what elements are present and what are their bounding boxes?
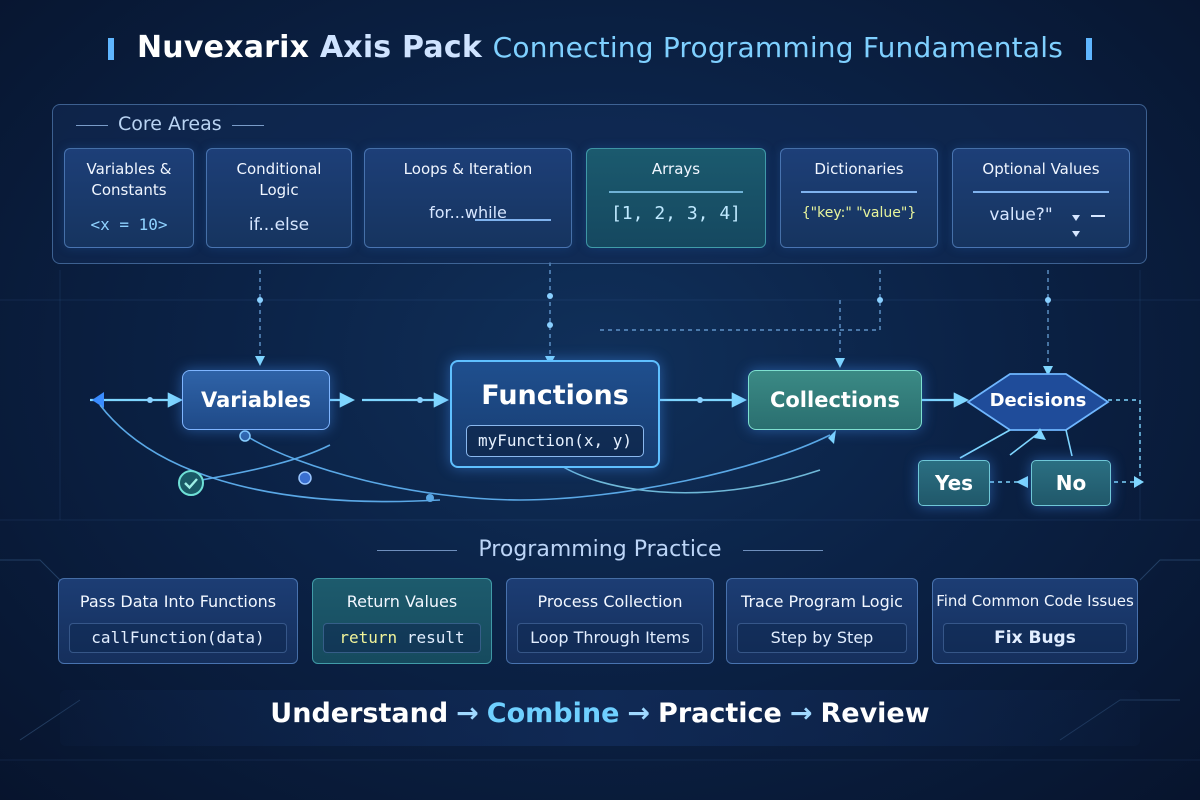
practice-card-pass-data[interactable]: Pass Data Into Functions callFunction(da…: [58, 578, 298, 664]
core-card-underline: [475, 219, 551, 221]
core-card-label: Optional Values: [982, 160, 1100, 178]
practice-heading-text: Programming Practice: [478, 537, 722, 562]
practice-card-find-issues[interactable]: Find Common Code Issues Fix Bugs: [932, 578, 1138, 664]
core-card-code: [1, 2, 3, 4]: [610, 203, 742, 224]
core-card-code: value?": [989, 205, 1053, 225]
practice-heading-rule-right: [742, 549, 823, 551]
core-card-label: Dictionaries: [814, 160, 904, 178]
practice-card-detail: Loop Through Items: [517, 623, 703, 653]
flow-node-functions-title: Functions: [481, 380, 629, 411]
core-card-arrays[interactable]: Arrays [1, 2, 3, 4]: [586, 148, 766, 248]
footer-step-practice: Practice: [658, 698, 782, 729]
practice-card-return-values[interactable]: Return Values return result: [312, 578, 492, 664]
flow-node-variables[interactable]: Variables: [182, 370, 330, 430]
return-value: result: [406, 628, 465, 647]
return-keyword: return: [339, 628, 398, 647]
page-title: Nuvexarix Axis Pack Connecting Programmi…: [0, 30, 1200, 65]
practice-card-label: Return Values: [346, 592, 458, 611]
core-card-label: Conditional Logic: [236, 160, 322, 199]
practice-card-process-collection[interactable]: Process Collection Loop Through Items: [506, 578, 714, 664]
footer-step-review: Review: [820, 698, 930, 729]
core-card-code: {"key:" "value"}: [801, 205, 917, 221]
flow-node-no[interactable]: No: [1031, 460, 1111, 506]
practice-card-detail: Step by Step: [737, 623, 907, 653]
practice-heading-rule-left: [377, 549, 458, 551]
title-product: Axis Pack: [319, 30, 482, 65]
core-card-dictionaries[interactable]: Dictionaries {"key:" "value"}: [780, 148, 938, 248]
title-brand: Nuvexarix: [137, 30, 310, 65]
arrow-right-icon: →: [627, 698, 651, 729]
practice-card-detail: Fix Bugs: [943, 623, 1127, 653]
practice-card-detail: callFunction(data): [69, 623, 287, 653]
core-card-label: Loops & Iteration: [403, 160, 533, 178]
core-card-optional[interactable]: Optional Values value?": [952, 148, 1130, 248]
flow-node-decisions[interactable]: Decisions: [989, 390, 1087, 411]
practice-heading: Programming Practice: [0, 537, 1200, 562]
footer-strip: [60, 690, 1140, 746]
core-card-conditional[interactable]: Conditional Logic if...else: [206, 148, 352, 248]
caret-down-icon: [1072, 215, 1080, 237]
footer-step-understand: Understand: [270, 698, 449, 729]
core-card-label: Variables & Constants: [86, 160, 172, 199]
core-card-dash: [1091, 215, 1105, 217]
title-accent-bar: [108, 37, 115, 60]
practice-card-label: Find Common Code Issues: [936, 592, 1134, 610]
core-card-loops[interactable]: Loops & Iteration for...while: [364, 148, 572, 248]
arrow-right-icon: →: [789, 698, 813, 729]
practice-card-trace-logic[interactable]: Trace Program Logic Step by Step: [726, 578, 918, 664]
core-card-underline: [609, 191, 743, 193]
practice-card-label: Pass Data Into Functions: [79, 592, 277, 611]
arrow-right-icon: →: [456, 698, 479, 729]
footer-step-combine: Combine: [486, 698, 620, 729]
core-card-code: for...while: [429, 203, 507, 222]
practice-card-label: Trace Program Logic: [741, 592, 903, 611]
core-areas-heading: Core Areas: [76, 113, 264, 135]
core-card-label: Arrays: [651, 160, 701, 178]
core-card-variables[interactable]: Variables & Constants <x = 10>: [64, 148, 194, 248]
check-icon: [178, 470, 204, 496]
title-subtitle: Connecting Programming Fundamentals: [492, 31, 1063, 64]
flow-node-collections[interactable]: Collections: [748, 370, 922, 430]
core-card-underline: [973, 191, 1109, 193]
flow-node-functions[interactable]: Functions myFunction(x, y): [450, 360, 660, 468]
practice-card-label: Process Collection: [537, 592, 683, 611]
core-card-code: <x = 10>: [90, 215, 168, 234]
flow-node-yes[interactable]: Yes: [918, 460, 990, 506]
core-card-code: if...else: [248, 215, 310, 235]
flow-node-functions-code: myFunction(x, y): [466, 425, 644, 457]
practice-card-detail: return result: [323, 623, 481, 653]
title-accent-bar-right: [1085, 37, 1092, 60]
footer-steps: Understand→Combine→Practice→Review: [0, 698, 1200, 729]
core-card-underline: [801, 191, 917, 193]
